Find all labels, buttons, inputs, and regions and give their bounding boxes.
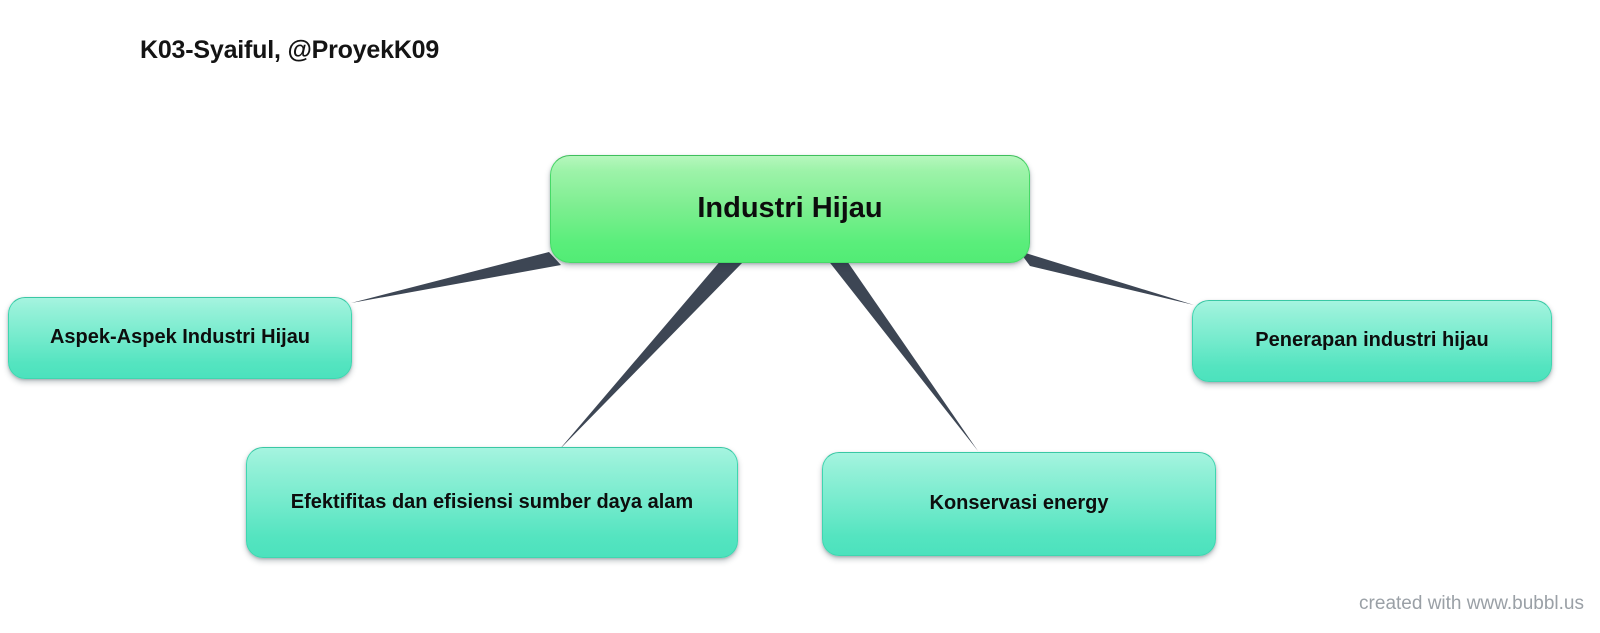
node-child-penerapan-industri-hijau[interactable]: Penerapan industri hijau [1192, 300, 1552, 382]
node-child-konservasi-energy[interactable]: Konservasi energy [822, 452, 1216, 556]
connector-root-to-penerapan [1019, 251, 1194, 305]
node-child-label: Aspek-Aspek Industri Hijau [49, 326, 311, 349]
node-child-label: Konservasi energy [929, 492, 1109, 515]
node-child-label: Penerapan industri hijau [1255, 329, 1489, 352]
map-title: K03-Syaiful, @ProyekK09 [140, 36, 440, 64]
connector-root-to-konservasi [827, 259, 978, 451]
bubblus-watermark: created with www.bubbl.us [1359, 593, 1584, 614]
node-root-label: Industri Hijau [697, 192, 883, 225]
node-child-efektifitas-dan-efisiensi-sumber-daya-alam[interactable]: Efektifitas dan efisiensi sumber daya al… [246, 447, 738, 558]
connector-root-to-aspek [351, 252, 561, 303]
node-child-aspek-aspek-industri-hijau[interactable]: Aspek-Aspek Industri Hijau [8, 297, 352, 379]
node-child-label: Efektifitas dan efisiensi sumber daya al… [290, 491, 694, 513]
node-root-industri-hijau[interactable]: Industri Hijau [550, 155, 1030, 263]
connector-root-to-efektifitas [559, 259, 744, 450]
